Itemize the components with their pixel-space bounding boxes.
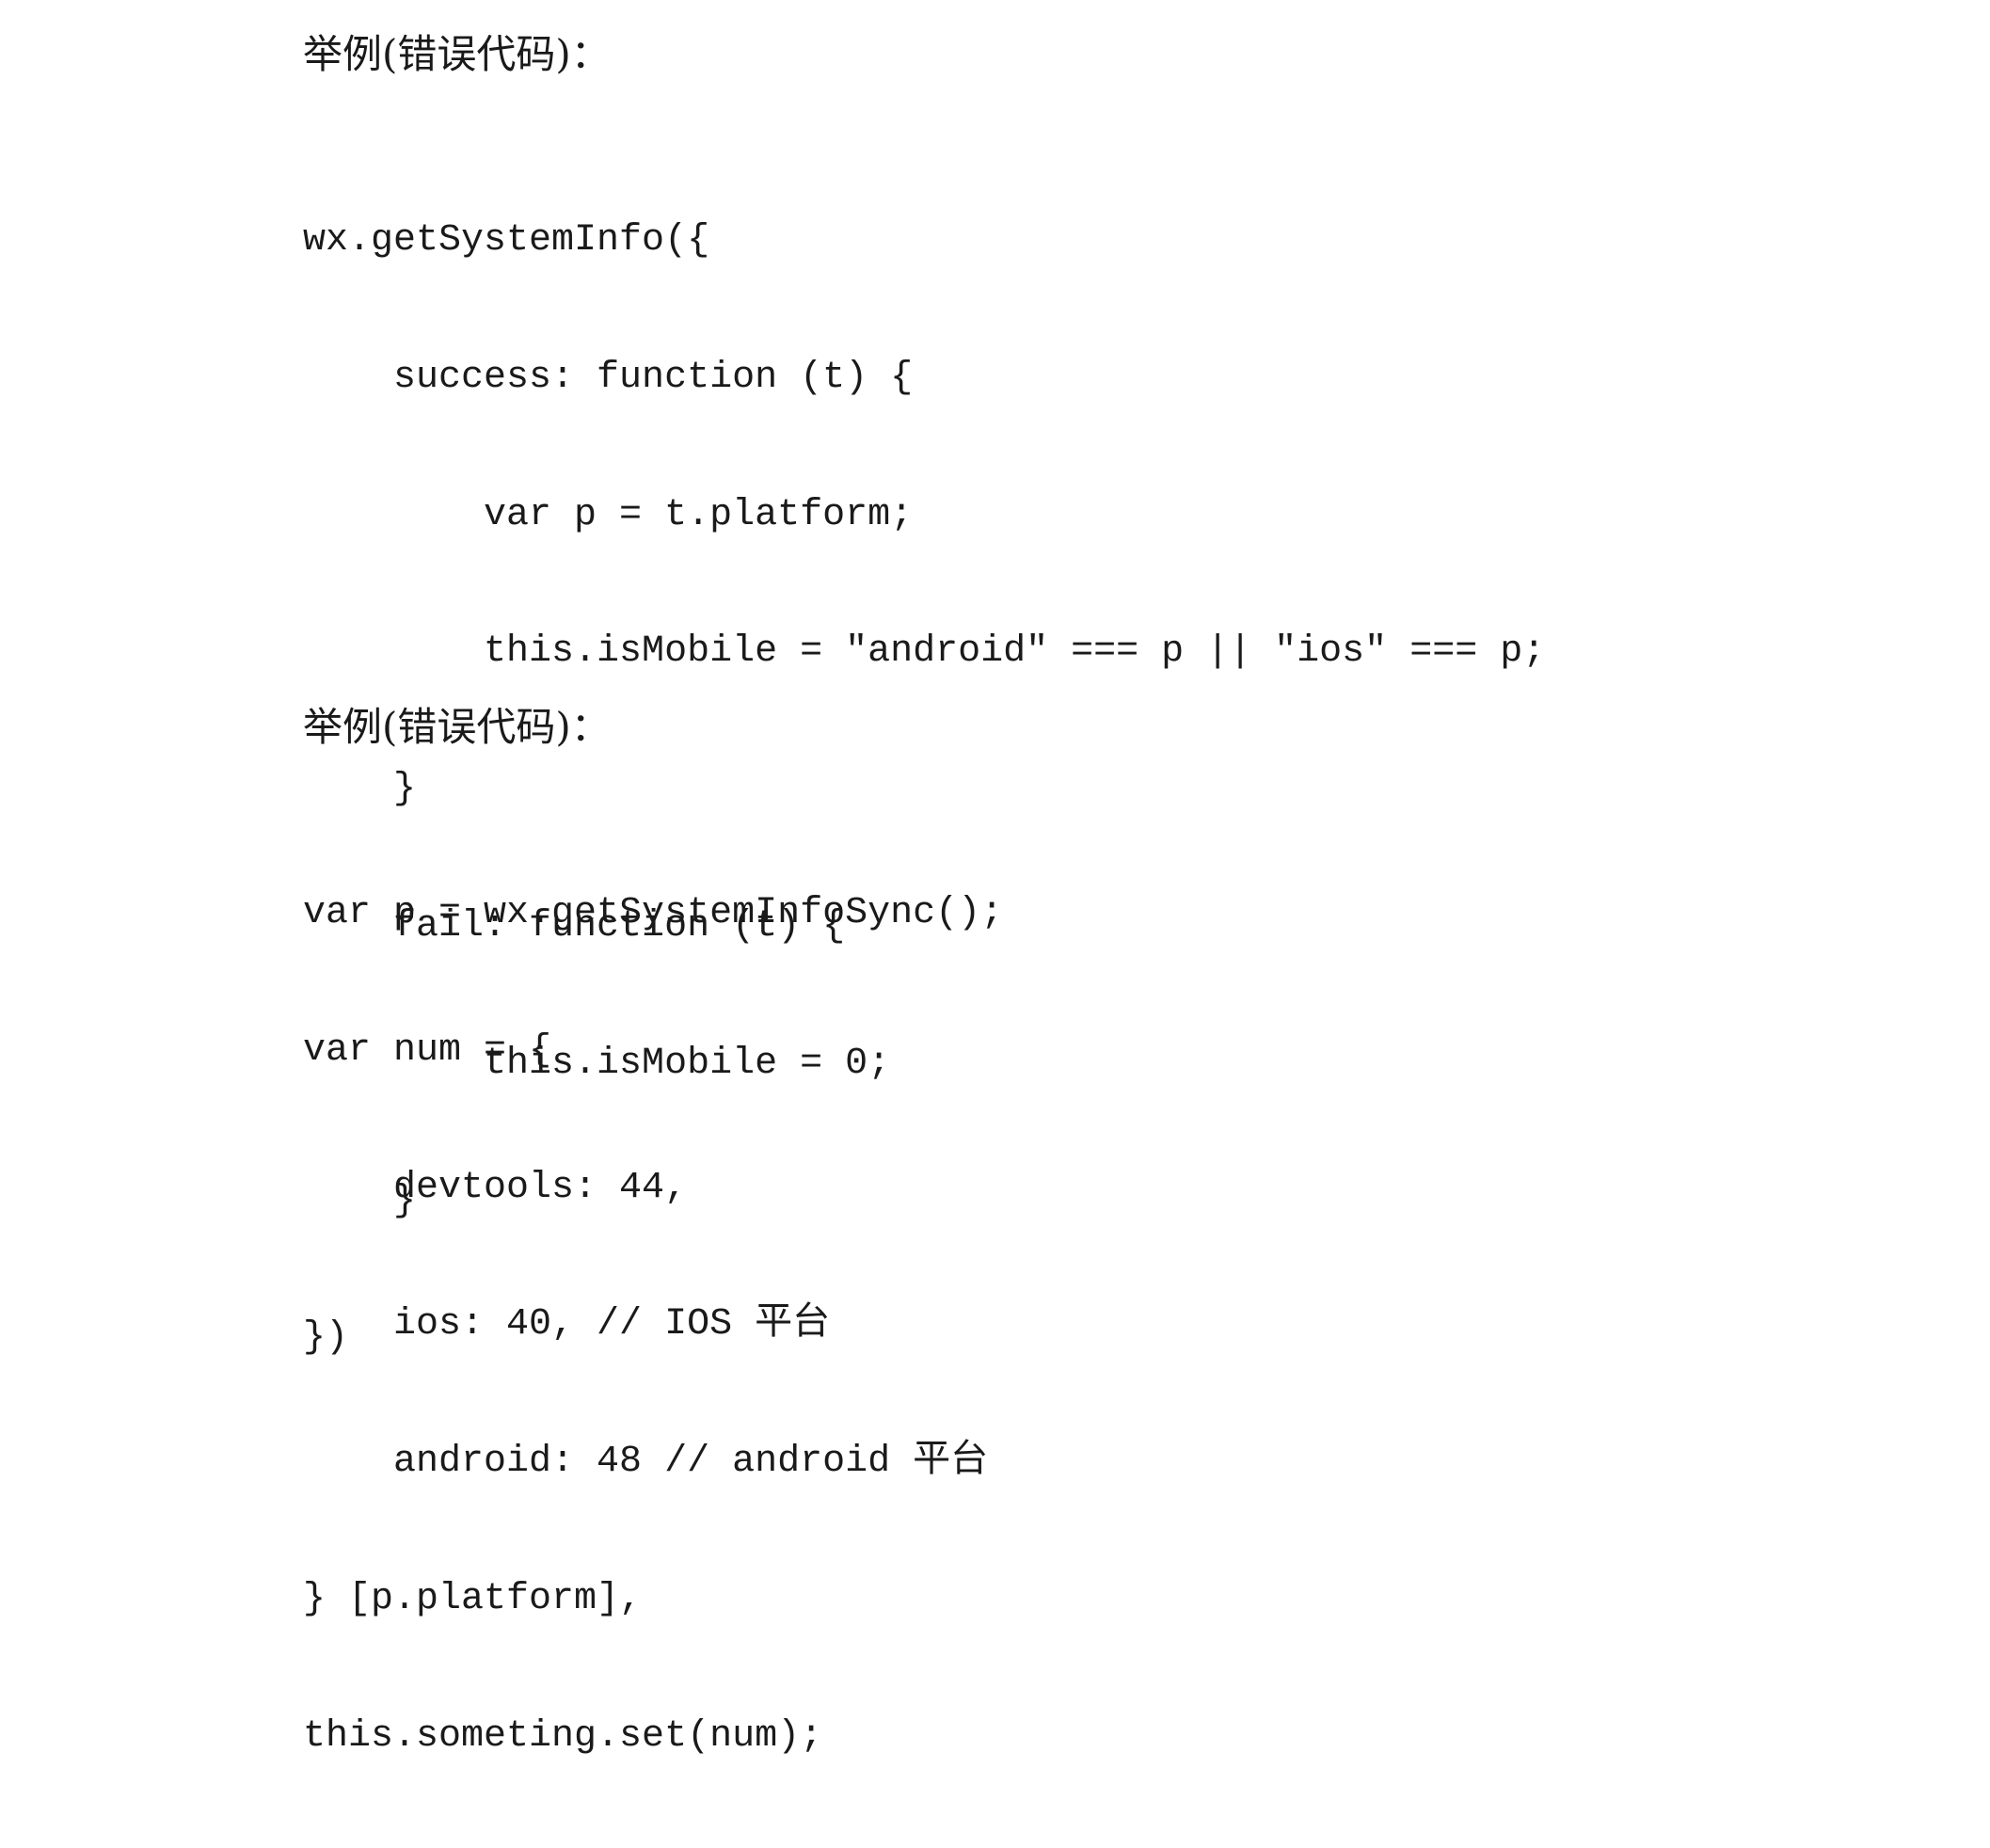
code-block: var p = wx.getSystemInfoSync(); var num … xyxy=(303,803,1003,1848)
code-block: wx.getSystemInfo({ success: function (t)… xyxy=(303,130,1545,1449)
code-line: this.isMobile = ″android″ === p || ″ios″… xyxy=(303,630,1546,674)
code-line: ios: 40, // IOS 平台 xyxy=(303,1303,831,1346)
code-line: android: 48 // android 平台 xyxy=(303,1441,989,1484)
spacer xyxy=(303,754,1003,803)
example-section: 举例(错误代码)： wx.getSystemInfo({ success: fu… xyxy=(303,28,1545,1449)
code-line: var p = t.platform; xyxy=(303,493,914,536)
code-line: this.isMobile = 0; xyxy=(303,1042,891,1085)
code-line: } [p.platform], xyxy=(303,1577,643,1620)
example-heading: 举例(错误代码)： xyxy=(303,704,611,750)
code-line: this.someting.set(num); xyxy=(303,1714,823,1758)
example-section: 举例(错误代码)： var p = wx.getSystemInfoSync()… xyxy=(303,701,1003,1848)
spacer xyxy=(303,81,1545,130)
code-line: wx.getSystemInfo({ xyxy=(303,219,710,262)
code-line: } xyxy=(303,768,417,811)
code-line: var p = wx.getSystemInfoSync(); xyxy=(303,892,1004,934)
code-line: var num = { xyxy=(303,1028,552,1072)
code-line: fail: function (t) { xyxy=(303,904,846,948)
code-line: devtools: 44, xyxy=(303,1166,688,1209)
example-heading: 举例(错误代码)： xyxy=(303,31,611,77)
code-line: success: function (t) { xyxy=(303,356,914,399)
